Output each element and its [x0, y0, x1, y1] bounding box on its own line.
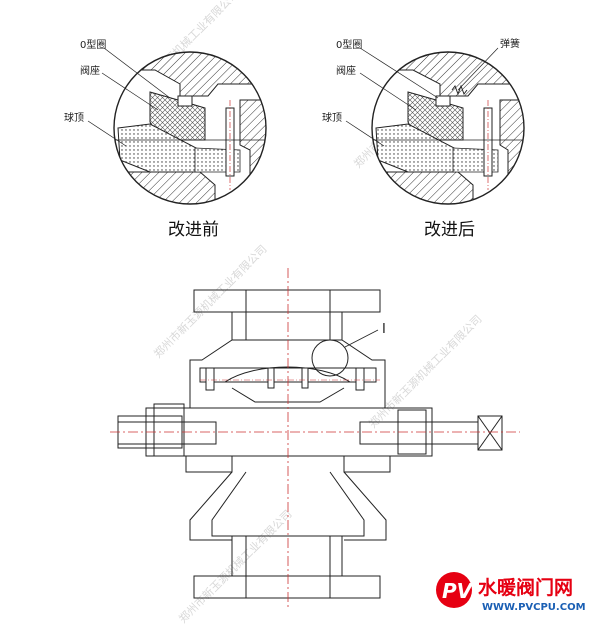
brand-url: WWW.PVCPU.COM	[482, 602, 586, 613]
leader-spring-after	[457, 47, 499, 91]
spring-icon	[451, 84, 468, 96]
leader-seat-before	[101, 72, 159, 111]
brand-logo: PV 水暖阀门网 WWW.PVCPU.COM	[436, 572, 586, 613]
brand-name: 水暖阀门网	[478, 576, 573, 599]
label-seat-before: 阀座	[80, 64, 100, 77]
caption-before: 改进前	[168, 220, 219, 240]
label-seat-after: 阀座	[336, 64, 356, 77]
leader-ball-after	[345, 120, 385, 147]
label-oring-before: 0型圈	[80, 38, 106, 51]
label-ball-after: 球顶	[322, 111, 342, 124]
leader-oring-before	[103, 47, 171, 99]
leader-oring-after	[359, 47, 439, 99]
detail-after: 0型圈 弹簧 阀座 球顶 改进后	[322, 37, 525, 240]
logo-letters: PV	[442, 579, 474, 603]
detail-before: 0型圈 阀座 球顶 改进前	[64, 38, 267, 240]
label-ball-before: 球顶	[64, 111, 84, 124]
label-spring-after: 弹簧	[500, 37, 520, 50]
caption-after: 改进后	[424, 220, 475, 240]
valve-assembly	[110, 268, 520, 610]
callout-label: I	[382, 322, 386, 337]
label-oring-after: 0型圈	[336, 38, 362, 51]
leader-ball-before	[87, 120, 127, 147]
leader-seat-after	[359, 72, 417, 111]
